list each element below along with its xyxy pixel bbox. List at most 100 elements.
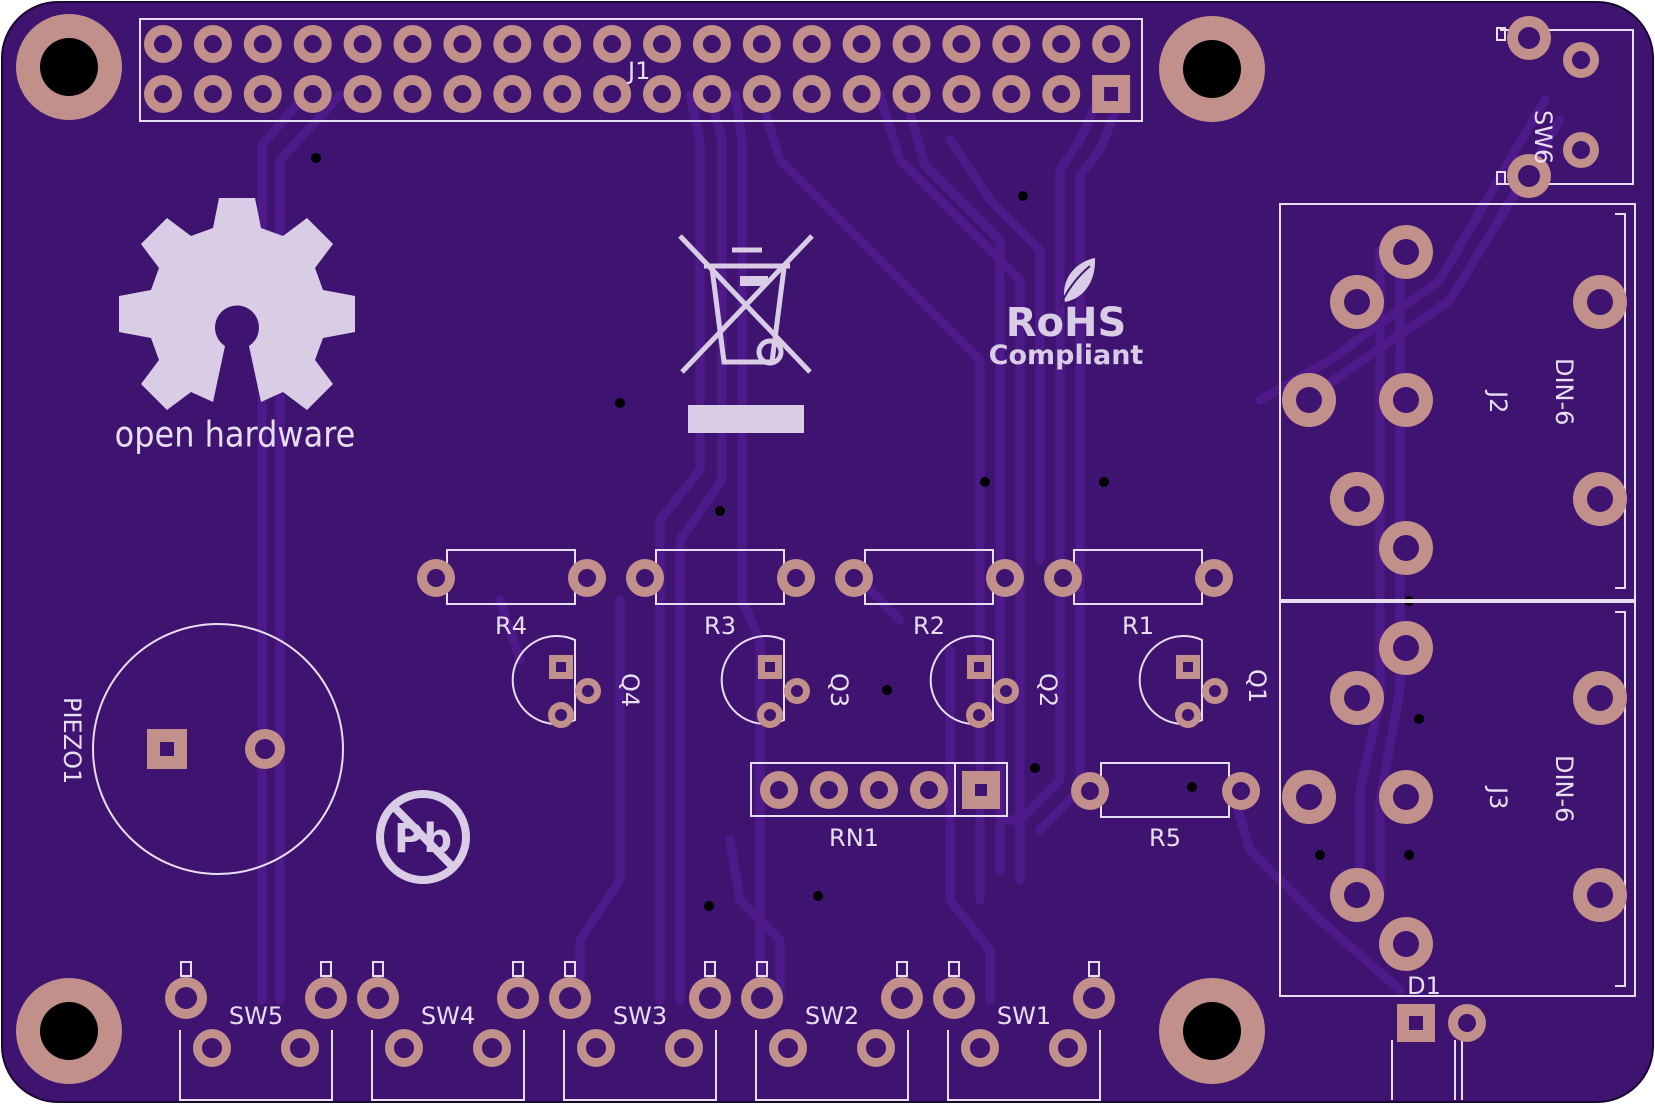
mounting-hole-icon <box>1159 16 1265 122</box>
q3-label: Q3 <box>825 673 853 707</box>
pad-hole <box>866 1038 886 1058</box>
r2-label: R2 <box>913 612 945 640</box>
mounting-hole-icon <box>16 978 122 1084</box>
transistor-q3: Q3 <box>720 635 853 728</box>
pad-hole <box>1083 987 1105 1009</box>
pin-hole <box>353 35 372 53</box>
pad-hole <box>674 1038 694 1058</box>
r5-label: R5 <box>1149 824 1181 852</box>
pad-hole <box>1058 1038 1078 1058</box>
pad-hole <box>367 987 389 1009</box>
pad-hole <box>482 1038 502 1058</box>
pin-hole <box>154 85 172 103</box>
pin-hole <box>1002 35 1021 53</box>
pin-hole <box>902 85 921 103</box>
j3-din-label: DIN-6 <box>1550 755 1578 822</box>
sw4-label: SW4 <box>421 1002 475 1030</box>
sw1-label: SW1 <box>997 1002 1051 1030</box>
sw6-label: SW6 <box>1529 110 1557 164</box>
resistor-network-rn1: RN1 <box>750 762 1008 852</box>
resistor-labels: R4 R3 R2 R1 R5 <box>495 612 1181 852</box>
switch-sw6: SW6 <box>1496 16 1634 198</box>
rohs-leaf-icon <box>1059 258 1096 307</box>
lead-free-icon: Pb <box>376 790 470 884</box>
piezo-label: PIEZO1 <box>58 697 86 784</box>
pin-hole <box>253 35 272 53</box>
r3-label: R3 <box>704 612 736 640</box>
pin-hole <box>702 35 721 53</box>
pin-hole <box>553 85 572 103</box>
pin-hole <box>1052 35 1071 53</box>
pin-hole <box>503 85 522 103</box>
pin-hole <box>752 35 771 53</box>
pin-hole <box>603 85 622 103</box>
j2-label: J2 <box>1484 389 1512 413</box>
transistor-q4: Q4 <box>511 635 644 728</box>
pin-hole <box>653 85 671 103</box>
pin-hole <box>952 85 971 103</box>
pad-hole <box>290 1038 310 1058</box>
pad-hole <box>175 987 197 1009</box>
r1-label: R1 <box>1122 612 1154 640</box>
mounting-holes <box>16 14 1265 1084</box>
pin-hole <box>702 85 721 103</box>
pin-hole <box>203 85 222 103</box>
pad-hole <box>586 1038 606 1058</box>
pin-hole <box>752 85 771 103</box>
vias <box>311 153 1424 911</box>
pin-hole <box>303 35 322 53</box>
pin-hole <box>802 85 821 103</box>
switch-sw2: SW2 <box>741 961 923 1101</box>
connector-j3: J3 DIN-6 <box>1279 601 1636 997</box>
pad-hole <box>970 1038 990 1058</box>
q4-label: Q4 <box>616 673 644 707</box>
rohs-subtitle: Compliant <box>989 340 1144 371</box>
pin-hole <box>403 85 422 103</box>
j2-din-label: DIN-6 <box>1550 358 1578 425</box>
pin-hole <box>353 85 372 103</box>
pin-hole <box>1104 87 1119 101</box>
resistor-pads <box>417 559 1260 810</box>
r4-label: R4 <box>495 612 527 640</box>
pin-hole <box>902 35 921 53</box>
rohs-logo: RoHS Compliant <box>989 258 1144 371</box>
switch-sw3: SW3 <box>549 961 731 1101</box>
sw2-label: SW2 <box>805 1002 859 1030</box>
pin-hole <box>303 85 322 103</box>
pad-hole <box>559 987 581 1009</box>
pad-hole <box>891 987 913 1009</box>
pin-hole <box>1002 85 1021 103</box>
pin-hole <box>503 35 522 53</box>
oshw-logo: open hardware <box>115 198 356 455</box>
pin-hole <box>453 85 472 103</box>
oshw-gear-icon <box>119 198 355 410</box>
pin-hole <box>1102 35 1121 53</box>
pin-hole <box>802 35 821 53</box>
pin-hole <box>203 35 222 53</box>
header-j1: J1 <box>139 18 1143 122</box>
diode-d1: D1 <box>1391 972 1486 1100</box>
pin-hole <box>852 85 871 103</box>
sw3-label: SW3 <box>613 1002 667 1030</box>
pin-hole <box>603 35 622 53</box>
transistors: Q4 Q3 Q2 Q1 <box>511 635 1271 728</box>
q1-label: Q1 <box>1243 669 1271 703</box>
copper-traces <box>257 90 1565 1005</box>
piezo-buzzer: PIEZO1 <box>58 623 344 875</box>
mounting-hole-icon <box>1159 978 1265 1084</box>
transistor-q1: Q1 <box>1138 635 1271 728</box>
pad-hole <box>394 1038 414 1058</box>
connector-j2: J2 DIN-6 <box>1279 203 1636 601</box>
pad-hole <box>699 987 721 1009</box>
pin-hole <box>952 35 971 53</box>
pad-hole <box>202 1038 222 1058</box>
pin-hole <box>1052 85 1071 103</box>
j1-pins <box>144 25 1131 113</box>
pad-hole <box>778 1038 798 1058</box>
pin-hole <box>253 85 272 103</box>
j3-label: J3 <box>1484 785 1512 809</box>
oshw-text: open hardware <box>115 414 356 455</box>
rohs-title: RoHS <box>1006 300 1127 346</box>
